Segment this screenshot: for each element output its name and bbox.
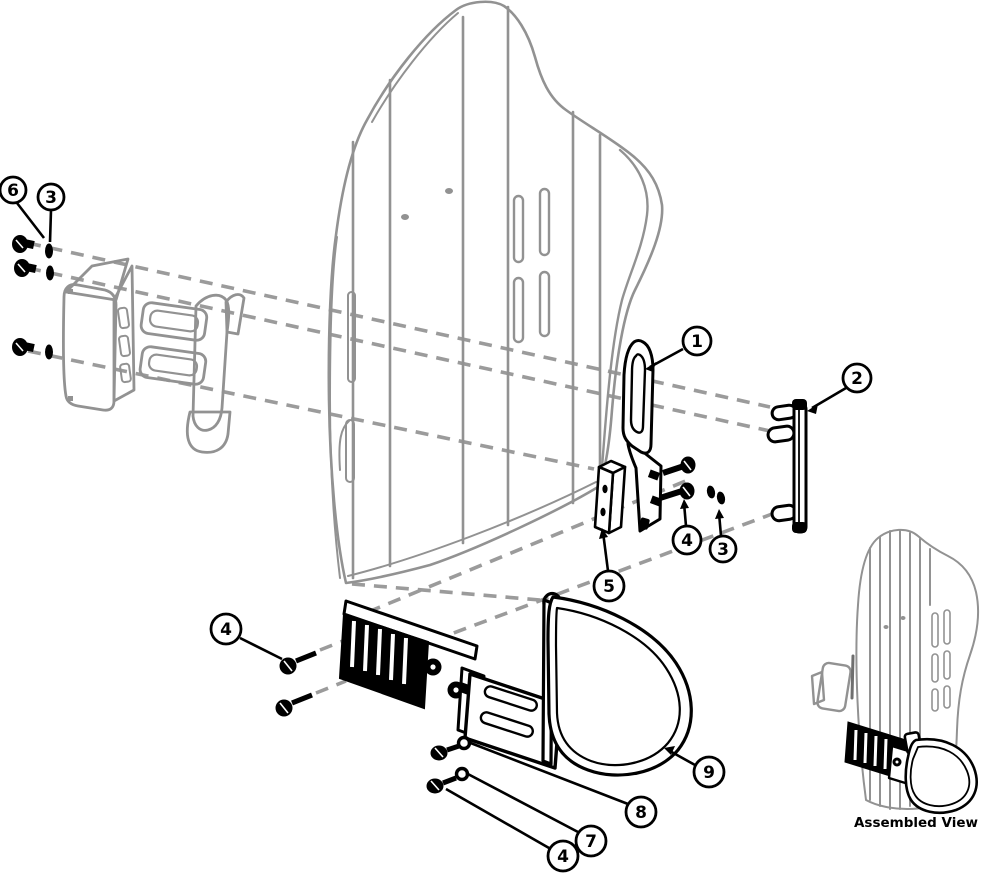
svg-text:4: 4: [557, 847, 569, 867]
svg-text:8: 8: [635, 803, 647, 823]
svg-text:6: 6: [7, 181, 19, 201]
spacer-plate-part5: [593, 459, 627, 535]
callout-2: 2: [841, 362, 873, 394]
svg-text:9: 9: [703, 763, 715, 783]
assembled-view-caption: Assembled View: [854, 815, 978, 831]
screw-6-upper: [12, 235, 35, 253]
bolts-4-mid: [659, 456, 696, 501]
callouts: 6 3 1 2 4 3 5 4: [0, 175, 873, 873]
callout-5: 5: [592, 569, 626, 603]
washers-3-mid: [706, 485, 726, 505]
svg-text:3: 3: [717, 540, 729, 560]
callout-3-top-left: 3: [36, 182, 66, 212]
hardware-bottom: [426, 735, 472, 794]
backrest-shell: [327, 0, 664, 585]
side-bracket-left: [62, 257, 136, 412]
assembled-pad: [903, 731, 978, 814]
hardware-top-left: [12, 235, 54, 360]
callout-leaders: [15, 202, 847, 850]
washer-3-bottom: [45, 344, 53, 360]
assembled-view: Assembled View: [810, 528, 979, 831]
screw-6-lower: [14, 259, 37, 277]
callout-4-bottom: 4: [546, 839, 580, 873]
washer-3-lower: [46, 265, 54, 281]
callout-4-mid: 4: [671, 524, 703, 556]
clamp-assembly: [338, 599, 562, 770]
washer-3-upper: [45, 243, 53, 259]
callout-6-top-left: 6: [0, 175, 28, 205]
screw-6-bottom: [12, 338, 35, 356]
svg-text:7: 7: [585, 832, 597, 852]
offset-bracket-part1: [621, 339, 663, 533]
callout-9: 9: [692, 755, 726, 789]
callout-7: 7: [574, 824, 608, 858]
svg-text:2: 2: [851, 369, 863, 389]
receiver-rail-part2: [766, 399, 808, 534]
callout-3-mid: 3: [708, 534, 738, 564]
svg-text:3: 3: [45, 188, 57, 208]
svg-text:4: 4: [681, 531, 693, 551]
callout-8: 8: [624, 795, 658, 829]
side-bracket-right: [138, 293, 246, 454]
callout-4-left: 4: [209, 612, 243, 646]
lateral-pad-part9: [541, 591, 693, 777]
callout-1: 1: [681, 325, 713, 357]
svg-text:4: 4: [220, 620, 232, 640]
screws-4-left: [275, 650, 317, 717]
assembled-side-bracket: [810, 654, 855, 713]
svg-text:5: 5: [603, 577, 615, 597]
svg-text:1: 1: [691, 332, 703, 352]
